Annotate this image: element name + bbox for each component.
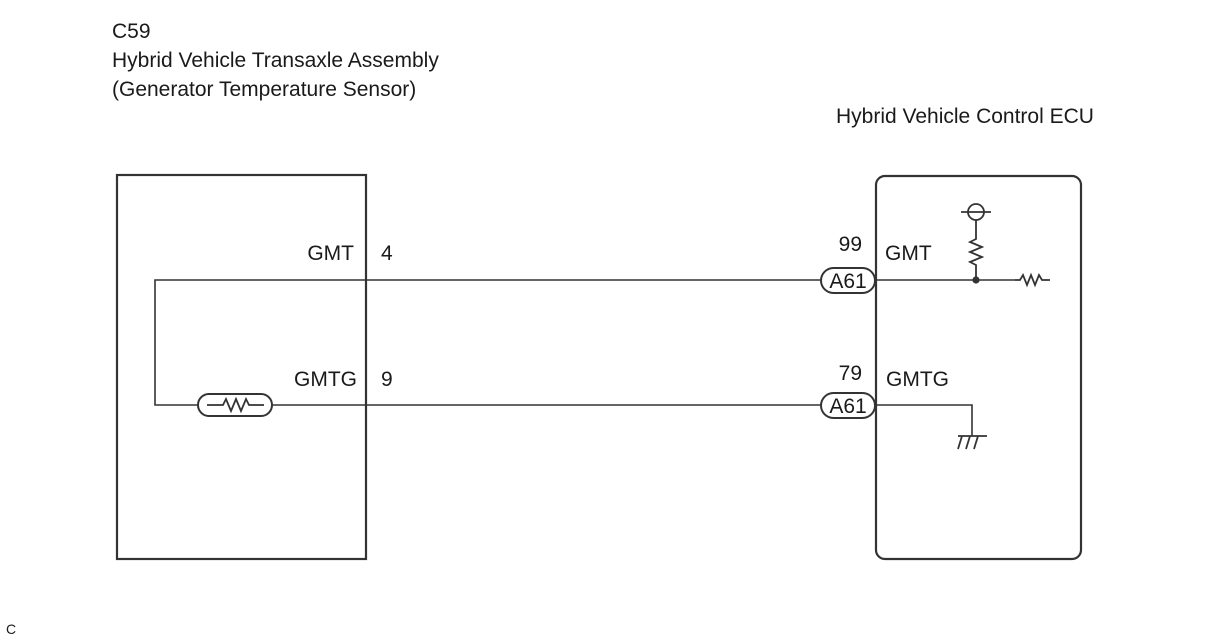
thermistor-icon bbox=[197, 393, 273, 417]
sensor-code: C59 bbox=[112, 20, 151, 43]
wire-gmt bbox=[154, 279, 874, 406]
sensor-terminal-gmtg-label: GMTG bbox=[294, 368, 357, 391]
ecu-terminal-gmtg-pin: 79 bbox=[839, 362, 862, 385]
resistor-icon bbox=[1015, 272, 1050, 288]
ecu-box bbox=[874, 174, 1083, 561]
pullup-resistor-icon bbox=[967, 220, 985, 280]
power-supply-icon bbox=[961, 203, 991, 221]
ground-icon bbox=[957, 435, 987, 450]
connector-a61-gmt-label: A61 bbox=[829, 270, 866, 293]
sensor-terminal-gmtg-pin: 9 bbox=[381, 368, 393, 391]
ecu-terminal-gmtg-label: GMTG bbox=[886, 368, 949, 391]
sensor-subname: (Generator Temperature Sensor) bbox=[112, 78, 416, 101]
sensor-box bbox=[115, 173, 368, 561]
ecu-terminal-gmt-pin: 99 bbox=[839, 233, 862, 256]
ecu-wire-gmtg bbox=[875, 404, 973, 436]
connector-a61-gmt: A61 bbox=[820, 267, 876, 294]
footer-mark: C bbox=[6, 621, 16, 637]
sensor-name: Hybrid Vehicle Transaxle Assembly bbox=[112, 49, 439, 72]
ecu-name: Hybrid Vehicle Control ECU bbox=[836, 105, 1094, 128]
sensor-terminal-gmt-pin: 4 bbox=[381, 242, 393, 265]
ecu-terminal-gmt-label: GMT bbox=[885, 242, 932, 265]
sensor-terminal-gmt-label: GMT bbox=[307, 242, 354, 265]
connector-a61-gmtg: A61 bbox=[820, 392, 876, 419]
connector-a61-gmtg-label: A61 bbox=[829, 395, 866, 418]
